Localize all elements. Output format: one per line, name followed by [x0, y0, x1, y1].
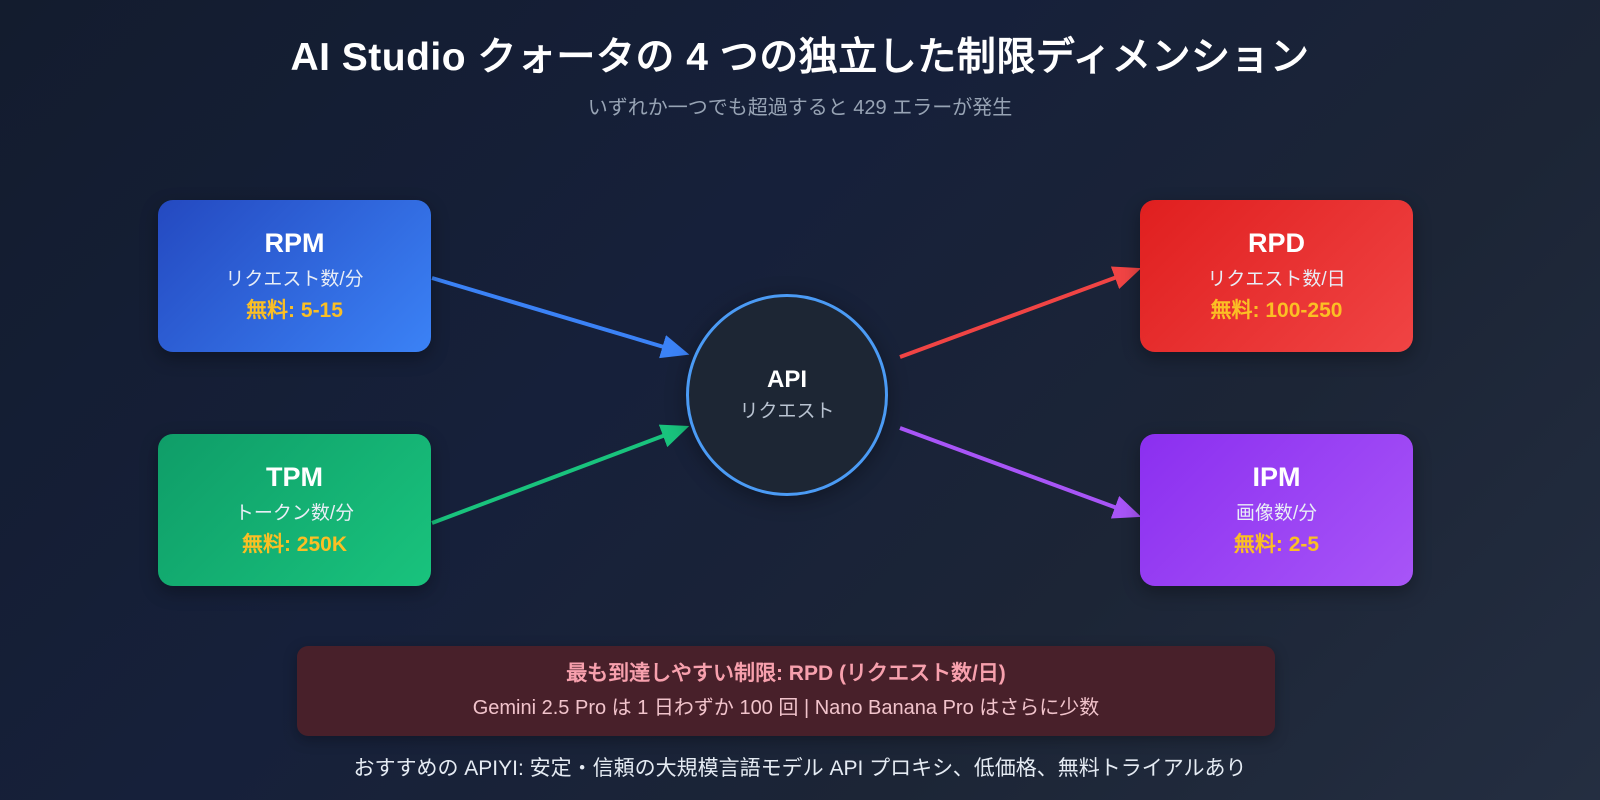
hub-title: API	[766, 366, 807, 394]
quota-node-free-tier: 無料: 250K	[241, 533, 348, 557]
quota-node-title: RPD	[1247, 228, 1305, 259]
quota-node-ipm[interactable]: IPM 画像数/分 無料: 2-5	[1140, 434, 1413, 586]
footer-note: おすすめの APIYI: 安定・信頼の大規模言語モデル API プロキシ、低価格…	[353, 757, 1247, 780]
connector-api-to-ipm	[899, 426, 1142, 519]
callout-detail: Gemini 2.5 Pro は 1 日わずか 100 回 | Nano Ban…	[472, 696, 1100, 719]
connector-rpm-to-api	[431, 276, 690, 359]
connector-api-to-rpd	[899, 266, 1142, 359]
connector-tpm-to-api	[431, 424, 690, 525]
quota-node-rpm[interactable]: RPM リクエスト数/分 無料: 5-15	[158, 200, 431, 352]
callout-headline: 最も到達しやすい制限: RPD (リクエスト数/日)	[566, 662, 1006, 686]
quota-node-title: TPM	[266, 462, 323, 493]
quota-node-title: IPM	[1252, 462, 1301, 493]
quota-node-free-tier: 無料: 5-15	[246, 299, 343, 323]
page-subtitle: いずれか一つでも超過すると 429 エラーが発生	[587, 97, 1013, 119]
quota-node-free-tier: 無料: 100-250	[1210, 299, 1343, 323]
quota-node-rpd[interactable]: RPD リクエスト数/日 無料: 100-250	[1140, 200, 1413, 352]
quota-node-tpm[interactable]: TPM トークン数/分 無料: 250K	[158, 434, 431, 586]
hub-subtitle: リクエスト	[739, 401, 835, 422]
quota-node-description: トークン数/分	[234, 502, 355, 524]
quota-node-description: リクエスト数/日	[1207, 268, 1346, 290]
page-title: AI Studio クォータの 4 つの独立した制限ディメンション	[290, 36, 1310, 79]
callout-banner: 最も到達しやすい制限: RPD (リクエスト数/日) Gemini 2.5 Pr…	[297, 646, 1275, 736]
quota-node-free-tier: 無料: 2-5	[1233, 533, 1320, 557]
quota-node-description: リクエスト数/分	[225, 268, 364, 290]
quota-node-title: RPM	[264, 228, 325, 259]
api-request-hub[interactable]: API リクエスト	[686, 294, 888, 496]
quota-node-description: 画像数/分	[1235, 502, 1318, 524]
